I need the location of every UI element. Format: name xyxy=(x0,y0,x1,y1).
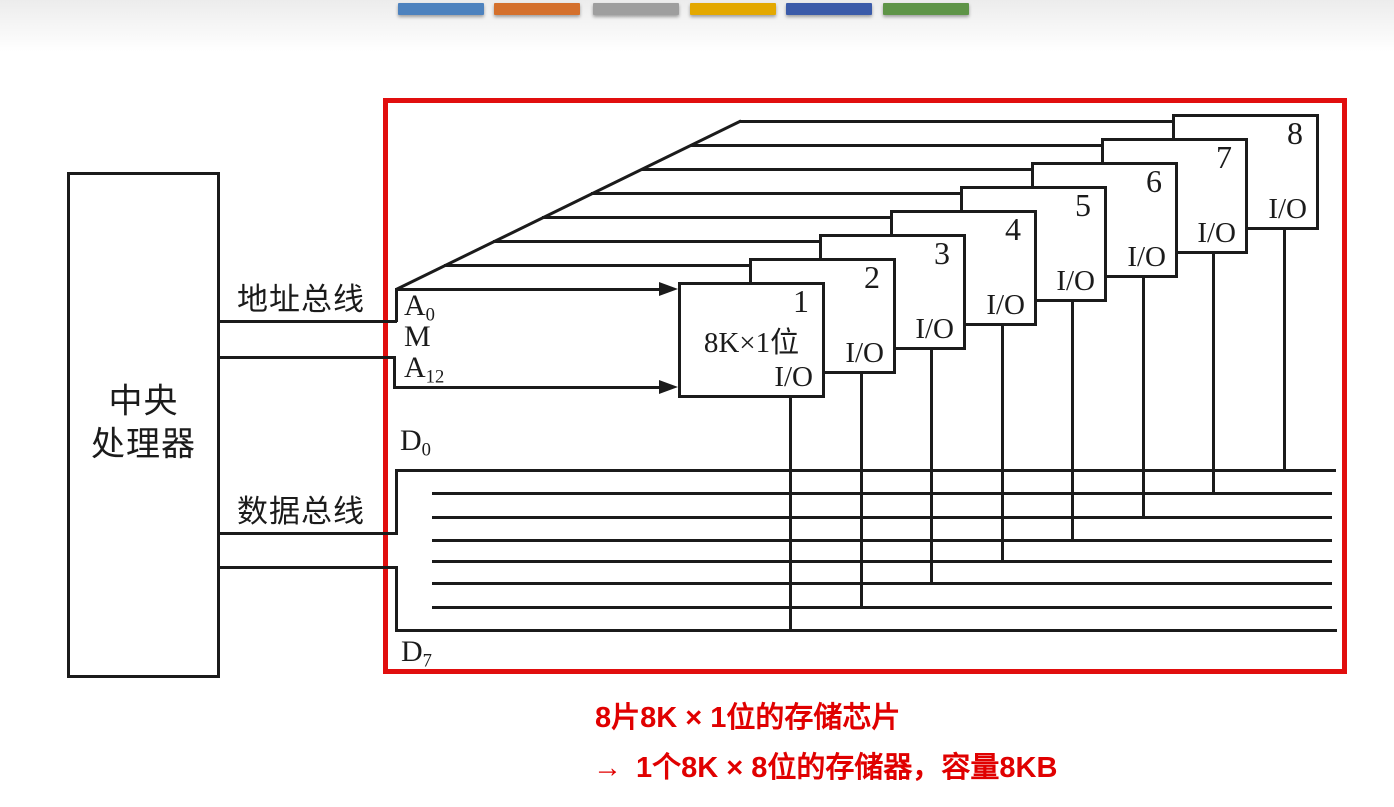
chip-io-label: I/O xyxy=(1268,193,1307,225)
decor-bar-green xyxy=(883,3,969,15)
chip-io-label: I/O xyxy=(915,313,954,345)
address-branch-chip4 xyxy=(542,216,892,219)
address-branch-chip7 xyxy=(690,144,1103,147)
data-line-d6 xyxy=(432,606,1332,609)
decor-bar-gray xyxy=(593,3,679,15)
cpu-label-line2: 处理器 xyxy=(91,426,196,464)
chip-number: 3 xyxy=(934,235,950,271)
chip-number: 1 xyxy=(793,283,809,319)
chip-number: 4 xyxy=(1005,211,1021,247)
chip-number: 5 xyxy=(1075,187,1091,223)
io-drop-chip4 xyxy=(1001,324,1004,563)
cpu-label: 中央 处理器 xyxy=(70,380,217,466)
decor-bar-blue xyxy=(398,3,484,15)
chip-io-label: I/O xyxy=(1127,241,1166,273)
signal-a12-base: A xyxy=(404,351,426,384)
data-line-d1 xyxy=(432,492,1332,495)
cpu-box: 中央 处理器 xyxy=(67,172,220,678)
memory-chip-1: 1 8K×1位 I/O xyxy=(678,282,825,398)
signal-m-base: M xyxy=(404,320,431,353)
io-drop-chip1 xyxy=(789,396,792,632)
a0-arrowhead-icon xyxy=(659,282,678,296)
address-branch-chip6 xyxy=(641,168,1033,171)
io-drop-chip5 xyxy=(1071,300,1074,541)
io-drop-chip2 xyxy=(860,372,863,609)
data-step-up xyxy=(395,469,398,535)
caption-line1: 8片8K × 1位的存储芯片 xyxy=(595,694,900,736)
io-drop-chip8 xyxy=(1283,228,1286,472)
signal-a0-sub: 0 xyxy=(425,304,435,326)
data-step-down xyxy=(395,566,398,632)
data-line-d2 xyxy=(432,516,1332,519)
chip-number: 2 xyxy=(864,259,880,295)
caption-line2: → 1个8K × 8位的存储器，容量8KB xyxy=(593,744,1057,786)
chip-number: 7 xyxy=(1216,139,1232,175)
decor-bar-gold xyxy=(690,3,776,15)
chip-io-label: I/O xyxy=(986,289,1025,321)
data-band-bottom-line xyxy=(217,566,397,569)
address-branch-chip5 xyxy=(591,192,962,195)
data-line-d0 xyxy=(395,469,1336,472)
cpu-label-line1: 中央 xyxy=(108,383,179,421)
data-line-d5 xyxy=(432,582,1332,585)
data-line-d3 xyxy=(432,539,1332,542)
chip-io-label: I/O xyxy=(1056,265,1095,297)
address-branch-chip2 xyxy=(444,264,751,267)
chip-capacity-label: 8K×1位 xyxy=(703,327,800,359)
address-bus-label: 地址总线 xyxy=(237,282,365,317)
decor-bar-orange xyxy=(494,3,580,15)
caption-arrow-icon: → xyxy=(593,752,622,784)
data-line-d7 xyxy=(395,629,1337,632)
address-step-down xyxy=(393,356,396,389)
signal-d7-base: D xyxy=(401,635,423,668)
data-bus-label: 数据总线 xyxy=(237,494,365,529)
address-branch-chip3 xyxy=(493,240,821,243)
signal-a12-sub: 12 xyxy=(425,366,445,388)
io-drop-chip6 xyxy=(1142,276,1145,518)
signal-d0: D0 xyxy=(400,424,431,462)
chip-io-label: I/O xyxy=(1197,217,1236,249)
chip-io-label: I/O xyxy=(774,361,813,393)
address-band-bottom-line xyxy=(217,356,395,359)
caption-line1-text: 8片8K × 1位的存储芯片 xyxy=(595,702,901,734)
caption-line2-text: 1个8K × 8位的存储器，容量8KB xyxy=(636,752,1058,784)
address-step-up xyxy=(395,288,398,322)
data-line-d4 xyxy=(432,560,1332,563)
signal-d0-sub: 0 xyxy=(421,439,431,461)
decor-bar-navy xyxy=(786,3,872,15)
signal-d7: D7 xyxy=(401,635,432,673)
chip-io-label: I/O xyxy=(845,337,884,369)
signal-m: M xyxy=(404,320,431,354)
address-branch-chip8 xyxy=(739,120,1174,123)
chip-number: 6 xyxy=(1146,163,1162,199)
a12-arrowhead-icon xyxy=(659,380,678,394)
io-drop-chip3 xyxy=(930,348,933,585)
io-drop-chip7 xyxy=(1212,252,1215,495)
chip-number: 8 xyxy=(1287,115,1303,151)
data-band-top-line xyxy=(217,532,397,535)
a0-arrow-line xyxy=(395,288,662,291)
signal-d7-sub: 7 xyxy=(422,650,432,672)
address-band-top-line xyxy=(217,320,397,323)
signal-a0: A0 xyxy=(404,289,435,327)
signal-d0-base: D xyxy=(400,424,422,457)
red-highlight-frame xyxy=(383,98,1347,674)
signal-a0-base: A xyxy=(404,289,426,322)
a12-arrow-line xyxy=(393,386,662,389)
signal-a12: A12 xyxy=(404,351,444,389)
